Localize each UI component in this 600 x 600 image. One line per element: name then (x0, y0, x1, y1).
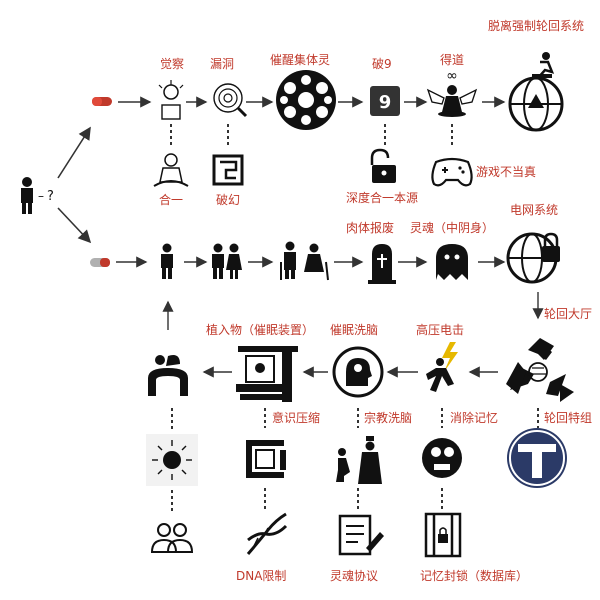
break9-label: 破9 (372, 56, 392, 71)
elderly-couple-icon (280, 241, 329, 281)
awareness-icon (158, 80, 184, 120)
memory-prison-icon (424, 512, 462, 558)
branch-arrow-up (57, 126, 91, 179)
maze-icon (212, 154, 244, 186)
religious-wash-label: 宗教洗脑 (364, 410, 412, 425)
t-badge-icon (507, 428, 567, 488)
grid-system-label: 电网系统 (510, 203, 558, 217)
recycle-icon (506, 338, 574, 402)
erase-memory-label: 消除记忆 (450, 410, 498, 425)
dna-icon (246, 512, 288, 555)
baby-womb-icon (148, 355, 188, 396)
start-person-icon (21, 177, 33, 214)
skull-faces-icon (422, 438, 462, 478)
implant-label: 植入物（催眠装置） (206, 322, 314, 337)
conscious-compress-label: 意识压缩 (272, 410, 320, 425)
reincarnation-hall-label: 轮回大厅 (544, 307, 592, 321)
high-voltage-label: 高压电击 (416, 322, 464, 337)
game-controller-icon (431, 157, 473, 187)
awaken-collective-label: 催醒集体灵 (270, 52, 330, 67)
reincarnation-group-label: 轮回特组 (544, 410, 592, 425)
couple-icon (212, 243, 242, 279)
meditation-icon (153, 153, 189, 187)
red-pill-icon (92, 97, 112, 106)
branch-arrow-down (57, 207, 92, 244)
body-release-label: 肉体报废 (346, 220, 394, 235)
people-group-icon (150, 523, 194, 553)
loophole-label: 漏洞 (210, 57, 234, 71)
electric-shock-icon (426, 342, 458, 392)
blue-pill-icon (90, 258, 110, 267)
kneeling-priest-icon (336, 436, 382, 484)
geodesic-sphere-icon (276, 70, 336, 130)
infinity-symbol: ∞ (446, 68, 458, 84)
deep-union-label: 深度合一本源 (346, 190, 418, 205)
hypno-wash-label: 催眠洗脑 (330, 323, 378, 337)
game-not-real-label: 游戏不当真 (476, 165, 536, 179)
light-burst-icon (146, 434, 198, 486)
implant-machine-icon (236, 346, 298, 402)
soul-contract-label: 灵魂协议 (330, 568, 378, 583)
ghost-icon (436, 244, 468, 280)
winged-meditation-icon: ∞ (426, 68, 478, 117)
dna-label: DNA限制 (236, 569, 286, 583)
globe-escape-icon (508, 52, 564, 132)
soul-label: 灵魂（中阴身） (410, 220, 494, 235)
tombstone-icon (368, 244, 396, 284)
brain-head-icon (332, 346, 384, 398)
awareness-label: 觉察 (160, 57, 184, 71)
unlocked-padlock-icon (370, 148, 396, 183)
memory-lock-label: 记忆封锁（数据库） (420, 568, 528, 583)
escape-label: 脱离强制轮回系统 (488, 18, 584, 33)
unity-label: 合一 (159, 192, 183, 207)
break9-digit: 9 (379, 92, 392, 113)
start-dash: – (38, 189, 44, 203)
start-question: ? (47, 189, 54, 204)
contract-document-icon (338, 514, 384, 556)
locked-globe-icon (506, 232, 560, 284)
illusion-label: 破幻 (216, 192, 240, 207)
compression-clamp-icon (246, 440, 286, 478)
fingerprint-magnifier-icon (213, 83, 248, 118)
number-9-badge-icon: 9 (370, 86, 400, 116)
single-person-icon (161, 243, 173, 279)
attain-dao-label: 得道 (440, 52, 464, 67)
